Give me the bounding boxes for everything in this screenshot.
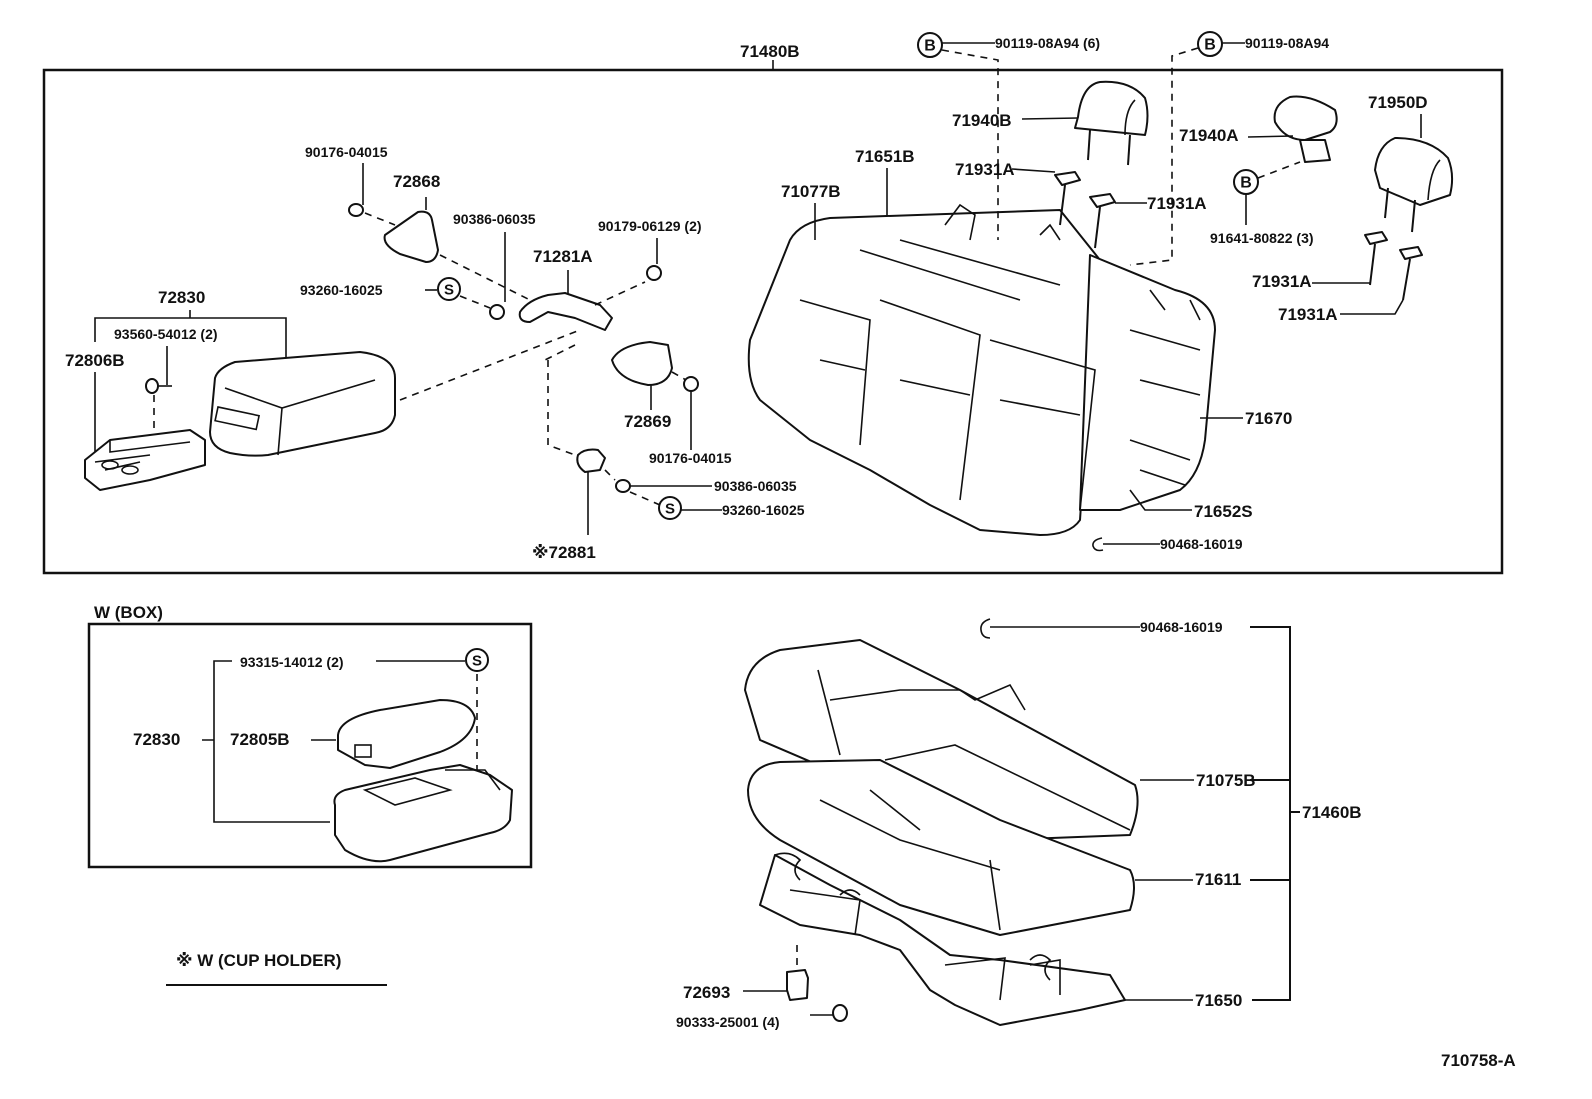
label-71075B: 71075B	[1196, 771, 1256, 790]
label-71650: 71650	[1195, 991, 1242, 1010]
hook-72693	[786, 969, 809, 1001]
clip-90468-top	[1092, 537, 1104, 552]
label-72830-box: 72830	[133, 730, 180, 749]
label-71950D: 71950D	[1368, 93, 1428, 112]
label-90119-left: 90119-08A94 (6)	[995, 35, 1100, 51]
drawing-number: 710758-A	[1441, 1051, 1516, 1070]
bracket-72830	[94, 310, 287, 370]
svg-text:S: S	[665, 501, 675, 518]
label-93260-bottom: 93260-16025	[722, 502, 805, 518]
holder-72881	[576, 448, 606, 473]
guide-71931A-3	[1364, 231, 1388, 286]
guide-71931A-4	[1399, 246, 1423, 301]
headrest-71950D	[1374, 137, 1454, 233]
label-71460B-assembly: 71460B	[1302, 803, 1362, 822]
label-90119-right: 90119-08A94	[1245, 35, 1329, 51]
bolt-90386-top	[489, 304, 505, 320]
b-symbol-left	[917, 32, 943, 58]
armrest-72830	[209, 351, 396, 457]
label-71652S: 71652S	[1194, 502, 1253, 521]
seatback-assembly	[747, 203, 1216, 536]
label-71931A-4: 71931A	[1278, 305, 1338, 324]
clip-90468-c	[980, 618, 991, 639]
label-71940A: 71940A	[1179, 126, 1239, 145]
clip-90176-top	[348, 203, 364, 217]
label-91641: 91641-80822 (3)	[1210, 230, 1314, 246]
headrest-71940B	[1074, 80, 1149, 166]
label-71940B: 71940B	[952, 111, 1012, 130]
label-72869: 72869	[624, 412, 671, 431]
label-71651B: 71651B	[855, 147, 915, 166]
headrest-71940A	[1273, 95, 1338, 163]
box-panel-frame	[87, 622, 533, 869]
s-symbol-top	[437, 277, 461, 301]
svg-text:B: B	[1240, 175, 1252, 192]
label-90468-top: 90468-16019	[1160, 536, 1243, 552]
label-71077B: 71077B	[781, 182, 841, 201]
s-symbol-box	[465, 648, 489, 672]
cover-72869	[611, 341, 673, 386]
label-93260-top: 93260-16025	[300, 282, 383, 298]
label-90179: 90179-06129 (2)	[598, 218, 702, 234]
label-93315: 93315-14012 (2)	[240, 654, 344, 670]
cushion-frame-71650	[759, 852, 1126, 1026]
label-72805B: 72805B	[230, 730, 290, 749]
cup-holder-note: ※ W (CUP HOLDER)	[176, 951, 341, 970]
label-72881: ※72881	[532, 543, 596, 562]
bracket-71460B	[1250, 626, 1300, 1001]
screw-93560	[145, 378, 172, 394]
plug-90333	[832, 1004, 848, 1022]
svg-text:B: B	[1204, 37, 1216, 54]
label-72806B: 72806B	[65, 351, 125, 370]
label-71931A-3: 71931A	[1252, 272, 1312, 291]
guide-71931A-2	[1089, 193, 1116, 249]
label-90176-top: 90176-04015	[305, 144, 388, 160]
cushion-pad-71611	[747, 759, 1135, 936]
cup-holder-insert-72806B	[84, 429, 206, 491]
nut-90179	[646, 265, 662, 281]
label-93560: 93560-54012 (2)	[114, 326, 218, 342]
box-panel-title: W (BOX)	[94, 603, 163, 622]
svg-text:B: B	[924, 38, 936, 55]
label-72868: 72868	[393, 172, 440, 191]
cover-72868	[383, 210, 439, 263]
guide-71931A-1	[1054, 171, 1081, 226]
clip-90176-bottom	[683, 376, 699, 392]
label-71931A-2: 71931A	[1147, 194, 1207, 213]
label-90176-bottom: 90176-04015	[649, 450, 732, 466]
label-71480B: 71480B	[740, 42, 800, 61]
s-symbol-bottom	[658, 496, 682, 520]
b-symbol-right	[1197, 31, 1223, 57]
svg-text:S: S	[472, 653, 482, 670]
label-71611: 71611	[1195, 870, 1241, 889]
label-71281A: 71281A	[533, 247, 593, 266]
label-90386-top: 90386-06035	[453, 211, 536, 227]
label-90333: 90333-25001 (4)	[676, 1014, 780, 1030]
cushion-cover-71075B	[744, 639, 1139, 841]
label-90468: 90468-16019	[1140, 619, 1223, 635]
svg-text:S: S	[444, 282, 454, 299]
hinge-71281A	[518, 292, 613, 331]
lid-72805B	[337, 699, 476, 769]
box-base-72830	[333, 764, 513, 863]
label-71931A-1: 71931A	[955, 160, 1015, 179]
bolt-90386-bottom	[615, 479, 631, 493]
label-72830-main: 72830	[158, 288, 205, 307]
label-71670: 71670	[1245, 409, 1292, 428]
label-90386-bottom: 90386-06035	[714, 478, 797, 494]
label-72693: 72693	[683, 983, 730, 1002]
